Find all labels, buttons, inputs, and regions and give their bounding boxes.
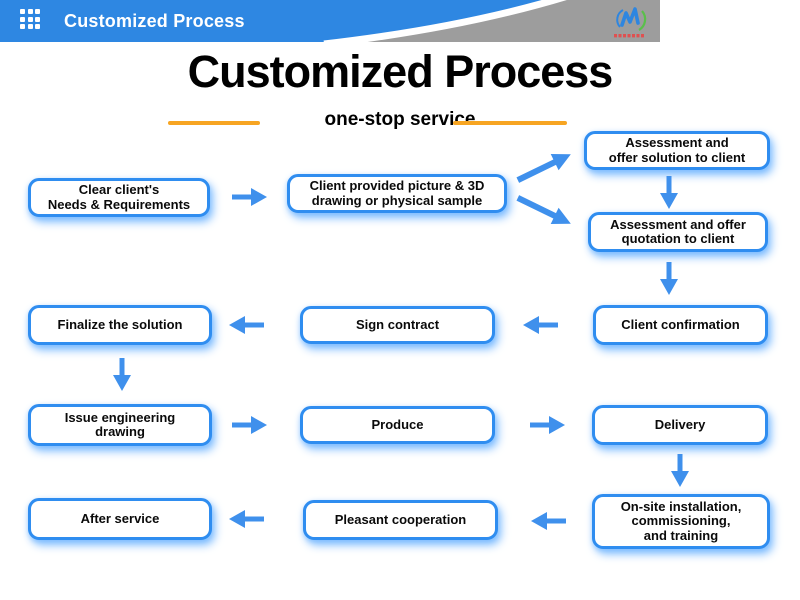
arrow-left-icon bbox=[229, 510, 264, 528]
arrow-up-right-icon bbox=[516, 154, 571, 183]
arrow-left-icon bbox=[523, 316, 558, 334]
flow-step-issue-drawing: Issue engineering drawing bbox=[28, 404, 212, 446]
arrow-down-icon bbox=[671, 454, 689, 487]
flow-step-after-service: After service bbox=[28, 498, 212, 540]
flow-step-finalize-solution: Finalize the solution bbox=[28, 305, 212, 345]
topbar-swoosh-graphic bbox=[0, 0, 660, 42]
flow-step-assess-quotation: Assessment and offer quotation to client bbox=[588, 212, 768, 252]
subtitle-rule-right bbox=[453, 121, 567, 125]
arrow-right-icon bbox=[232, 416, 267, 434]
grid-icon bbox=[20, 9, 40, 29]
flow-step-client-confirmation: Client confirmation bbox=[593, 305, 768, 345]
arrow-down-right-icon bbox=[516, 195, 571, 224]
page-title: Customized Process bbox=[187, 46, 614, 97]
flow-step-produce: Produce bbox=[300, 406, 495, 444]
arrow-down-icon bbox=[660, 176, 678, 209]
arrow-down-icon bbox=[660, 262, 678, 295]
flow-step-onsite-installation: On-site installation, commissioning, and… bbox=[592, 494, 770, 549]
flow-step-delivery: Delivery bbox=[592, 405, 768, 445]
flow-step-client-picture: Client provided picture & 3D drawing or … bbox=[287, 174, 507, 213]
arrow-down-icon bbox=[113, 358, 131, 391]
company-logo-icon bbox=[614, 7, 647, 38]
topbar-title: Customized Process bbox=[64, 11, 245, 31]
flow-step-sign-contract: Sign contract bbox=[300, 306, 495, 344]
subtitle-rule-left bbox=[168, 121, 260, 125]
arrow-left-icon bbox=[531, 512, 566, 530]
flow-step-assess-solution: Assessment and offer solution to client bbox=[584, 131, 770, 170]
page-subtitle: one-stop service bbox=[324, 109, 476, 130]
flow-step-pleasant-cooperation: Pleasant cooperation bbox=[303, 500, 498, 540]
arrow-right-icon bbox=[232, 188, 267, 206]
arrow-right-icon bbox=[530, 416, 565, 434]
arrow-left-icon bbox=[229, 316, 264, 334]
flow-step-clear-needs: Clear client's Needs & Requirements bbox=[28, 178, 210, 217]
top-bar: Customized Process bbox=[0, 0, 800, 42]
